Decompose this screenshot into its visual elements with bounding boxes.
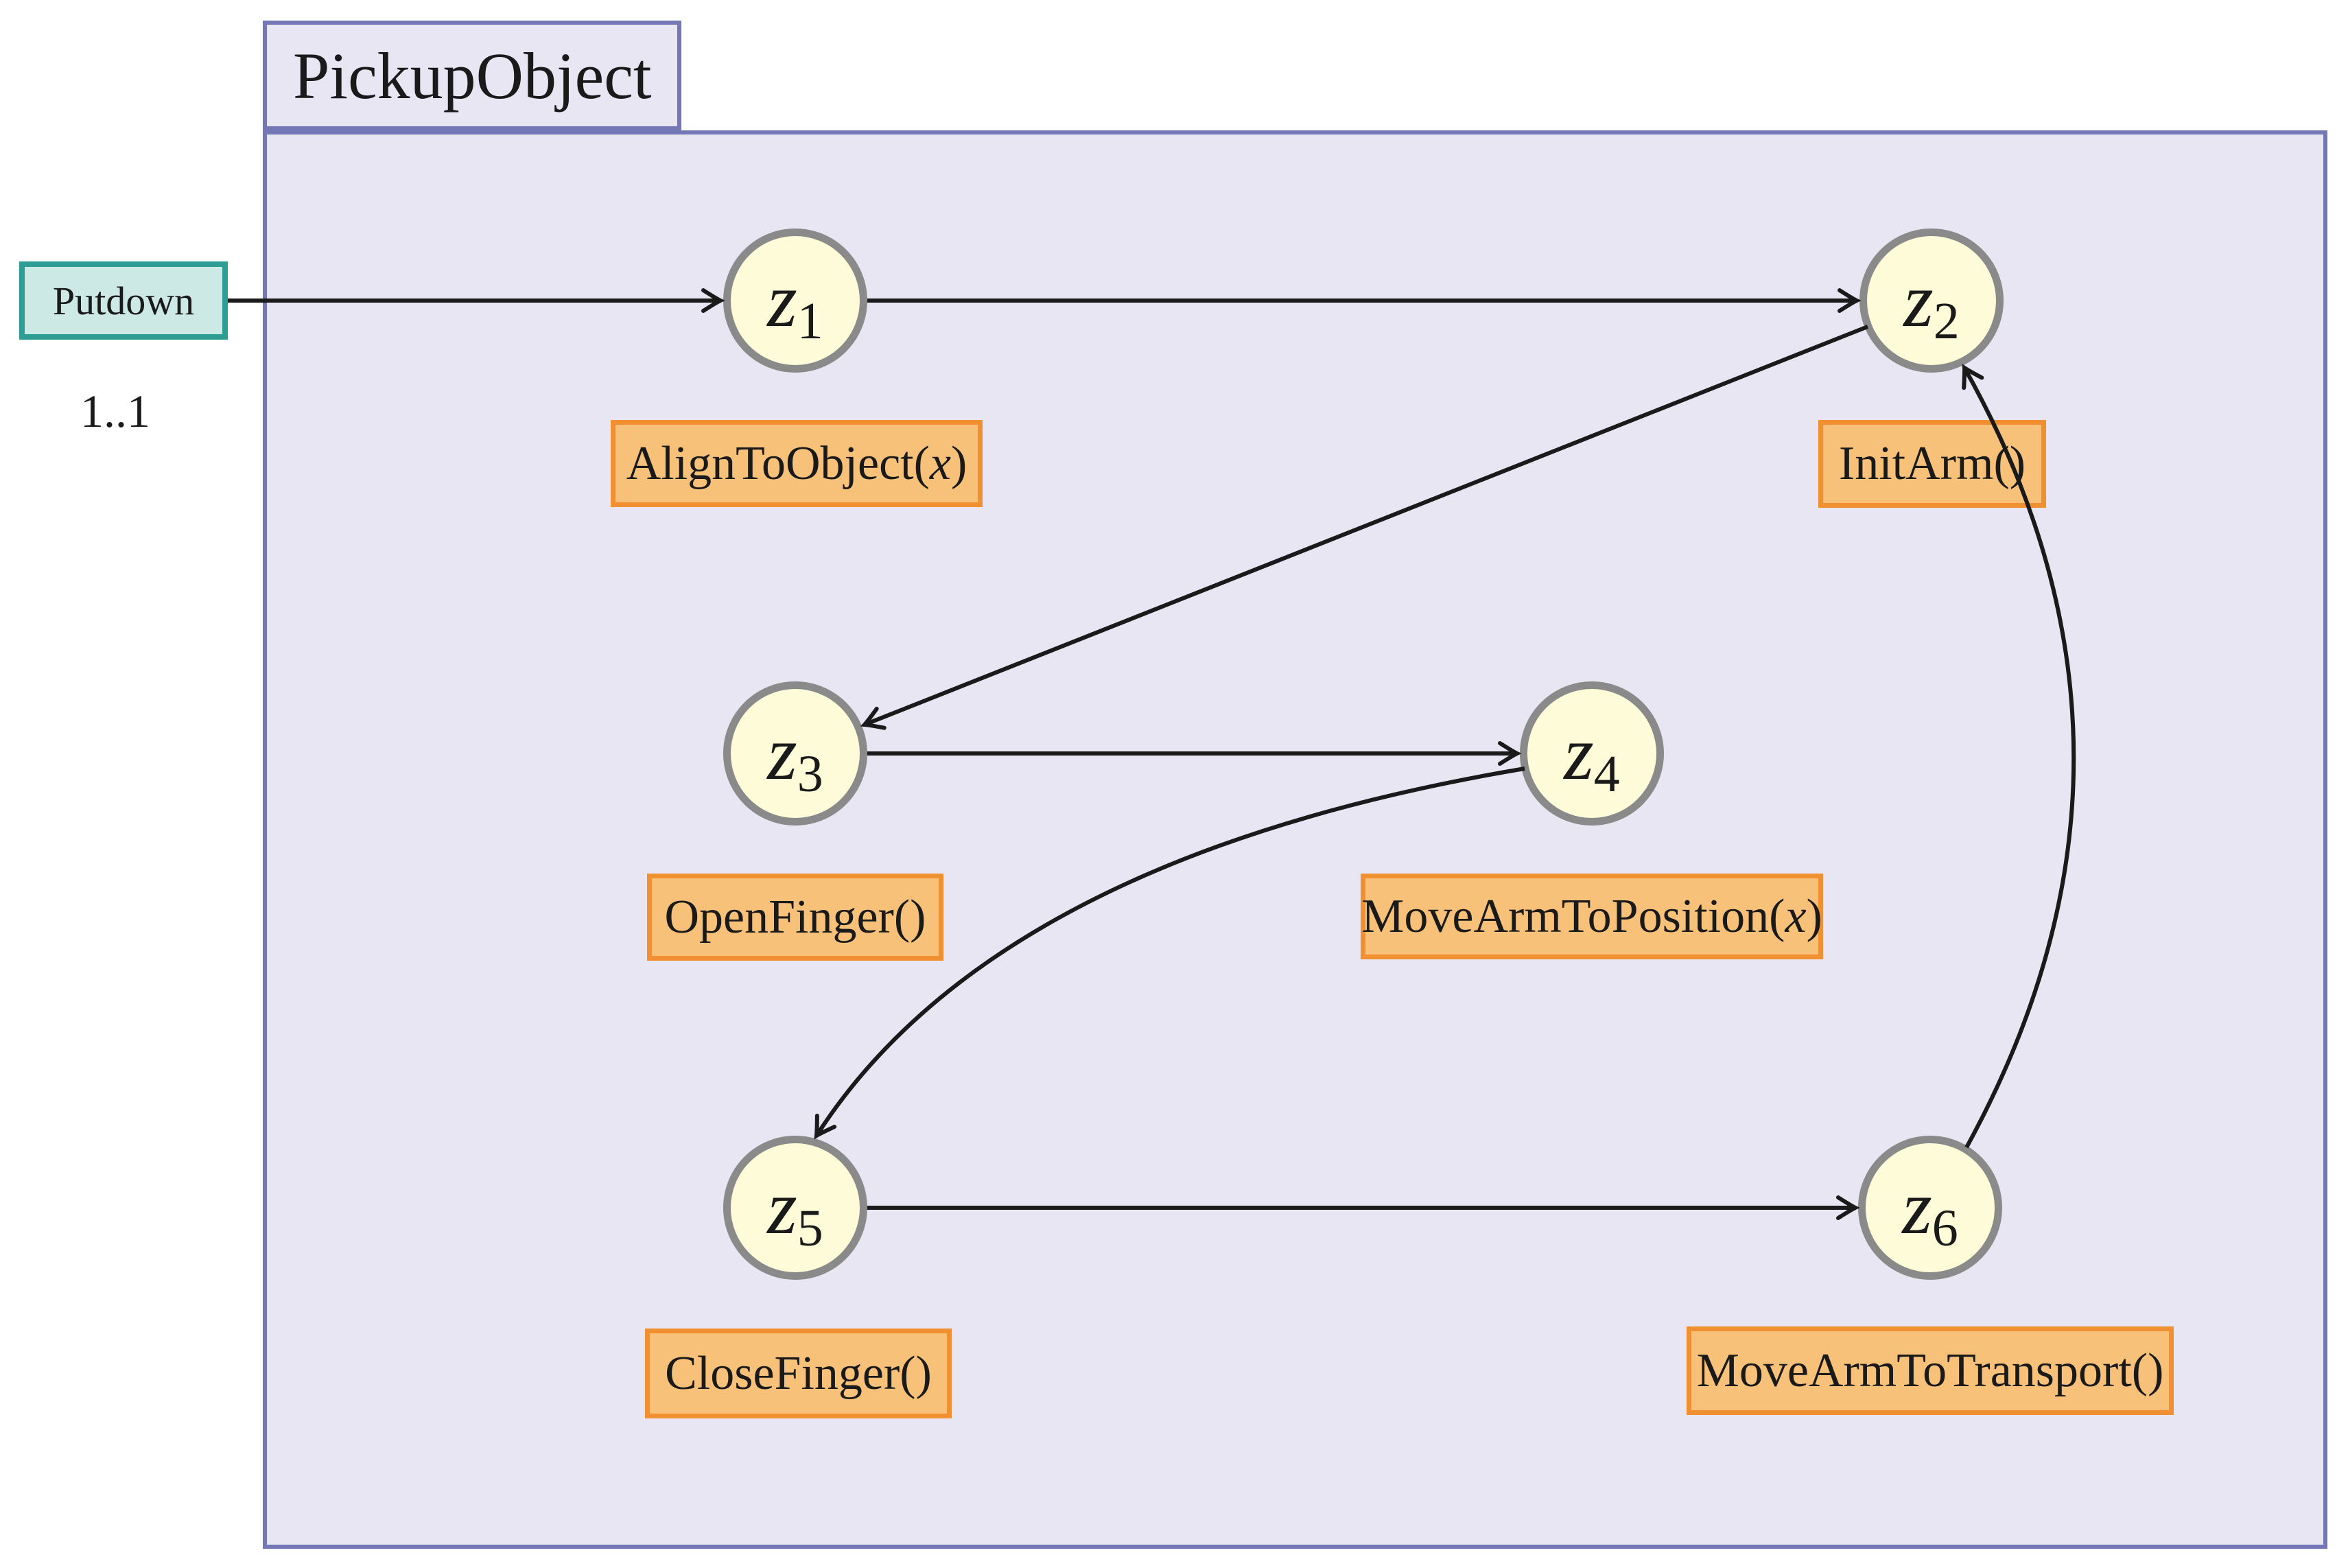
state-z1-letter: z <box>767 258 797 343</box>
page-title: PickupObject <box>293 38 652 113</box>
cardinality-label: 1..1 <box>80 385 150 437</box>
action-movearmtoposition: MoveArmToPosition(x) <box>1361 874 1823 959</box>
state-z3-letter: z <box>767 711 797 796</box>
state-z3-subscript: 3 <box>797 745 823 803</box>
putdown-box: Putdown <box>19 261 228 340</box>
state-z4-letter: z <box>1564 711 1594 796</box>
state-z6-subscript: 6 <box>1932 1200 1958 1257</box>
action-initarm: InitArm() <box>1818 420 2046 508</box>
state-z1-subscript: 1 <box>797 292 823 350</box>
putdown-label: Putdown <box>52 278 195 323</box>
state-z4-subscript: 4 <box>1593 745 1620 803</box>
state-z2-letter: z <box>1903 258 1934 343</box>
action-aligntoobject: AlignToObject(x) <box>611 420 983 507</box>
title-tab: PickupObject <box>263 21 681 130</box>
action-openfinger: OpenFinger() <box>647 874 943 961</box>
state-z2-subscript: 2 <box>1933 292 1960 350</box>
state-z5-letter: z <box>767 1165 797 1250</box>
state-z6-letter: z <box>1902 1165 1932 1250</box>
action-movearmtotransport: MoveArmToTransport() <box>1687 1326 2174 1415</box>
state-z5-subscript: 5 <box>797 1200 823 1257</box>
action-closefinger: CloseFinger() <box>645 1329 952 1418</box>
